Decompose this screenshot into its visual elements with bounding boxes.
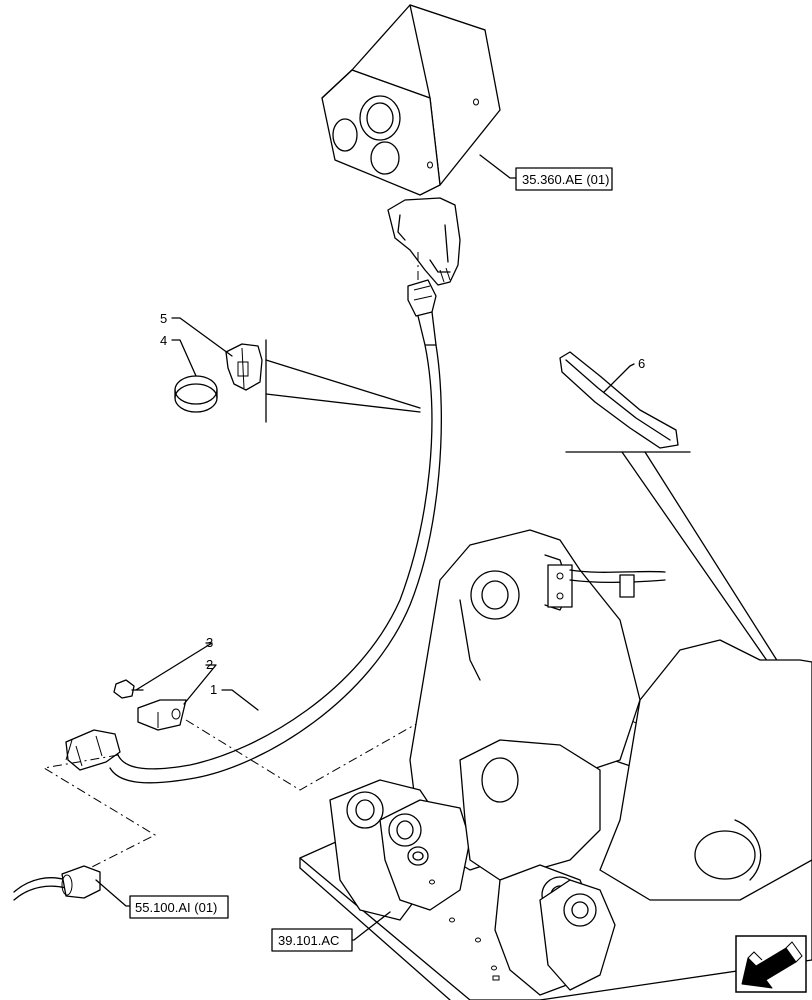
callout-2: 2 (206, 657, 213, 672)
harness-clip (225, 343, 263, 391)
ref-box-valve[interactable] (515, 167, 613, 191)
screw (113, 679, 144, 699)
detail-indicator (265, 339, 421, 423)
arrow-down-left-icon[interactable] (735, 935, 807, 993)
harness-connector-top (407, 279, 437, 317)
callout-6: 6 (638, 356, 645, 371)
callout-5: 5 (160, 311, 167, 326)
ref-box-connector[interactable] (129, 895, 229, 919)
ref-label-valve[interactable]: 35.360.AE (01) (522, 172, 609, 187)
callout-3: 3 (206, 635, 213, 650)
grommet (559, 351, 779, 666)
callout-1: 1 (210, 682, 217, 697)
valve-block (321, 4, 501, 196)
solenoid (387, 197, 461, 286)
harness-connector-bottom (65, 729, 121, 771)
callout-4: 4 (160, 333, 167, 348)
ref-box-frame[interactable] (271, 928, 353, 952)
ref-label-frame[interactable]: 39.101.AC (278, 933, 339, 948)
attachment-frame (299, 529, 812, 1000)
bracket (137, 699, 187, 731)
cable-tie (174, 375, 218, 413)
callout-leaders (95, 154, 635, 941)
ref-label-connector[interactable]: 55.100.AI (01) (135, 900, 217, 915)
mating-connector (13, 865, 101, 901)
routing-lines (42, 664, 641, 873)
